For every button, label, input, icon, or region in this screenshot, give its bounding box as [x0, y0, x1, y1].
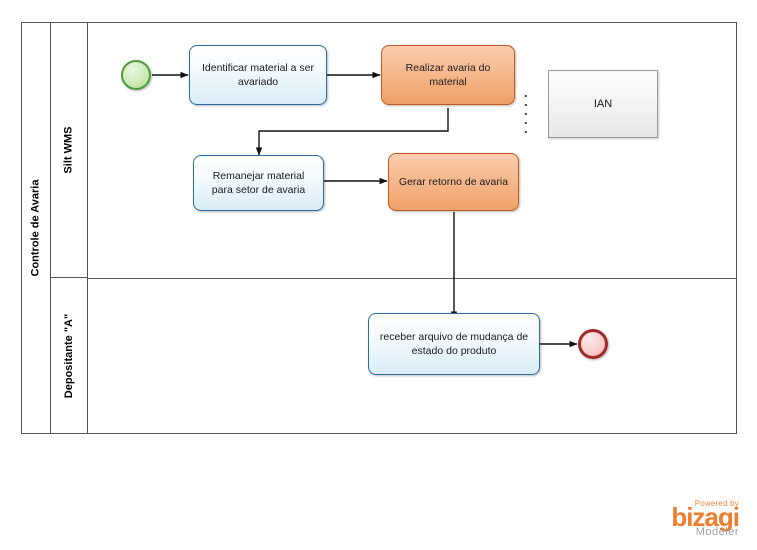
powered-by-text: Powered by [694, 499, 739, 508]
task-label: Gerar retorno de avaria [398, 175, 509, 188]
annotation-label: IAN [593, 98, 613, 110]
modeler-text: Modeler [695, 526, 739, 538]
task-label: Realizar avaria do material [405, 61, 491, 88]
annotation-ian[interactable]: IAN [548, 70, 658, 138]
task-receber-arquivo[interactable]: receber arquivo de mudança de estado do … [368, 313, 540, 375]
association-dots: ..... [524, 85, 528, 136]
lane-label-text-1: Silt WMS [63, 125, 75, 174]
task-label: Remanejar material para setor de avaria [211, 169, 306, 196]
bizagi-wordmark: bizagi [671, 502, 740, 532]
task-label: receber arquivo de mudança de estado do … [379, 330, 529, 357]
lane-divider [88, 278, 737, 279]
task-remanejar-material[interactable]: Remanejar material para setor de avaria [193, 155, 324, 211]
end-event[interactable] [578, 329, 608, 359]
task-gerar-retorno[interactable]: Gerar retorno de avaria [388, 153, 519, 211]
lane-label-silt-wms: Silt WMS [51, 22, 88, 278]
task-identificar-material[interactable]: Identificar material a ser avariado [189, 45, 327, 105]
bizagi-logo: Powered by bizagi Modeler [671, 499, 740, 538]
start-event[interactable] [121, 60, 151, 90]
pool-label: Controle de Avaria [21, 22, 51, 434]
lane-label-depositante-a: Depositante "A" [51, 278, 88, 434]
task-realizar-avaria[interactable]: Realizar avaria do material [381, 45, 515, 105]
lane-label-text-2: Depositante "A" [63, 313, 76, 399]
task-label: Identificar material a ser avariado [201, 61, 315, 88]
pool-label-text: Controle de Avaria [29, 179, 42, 277]
